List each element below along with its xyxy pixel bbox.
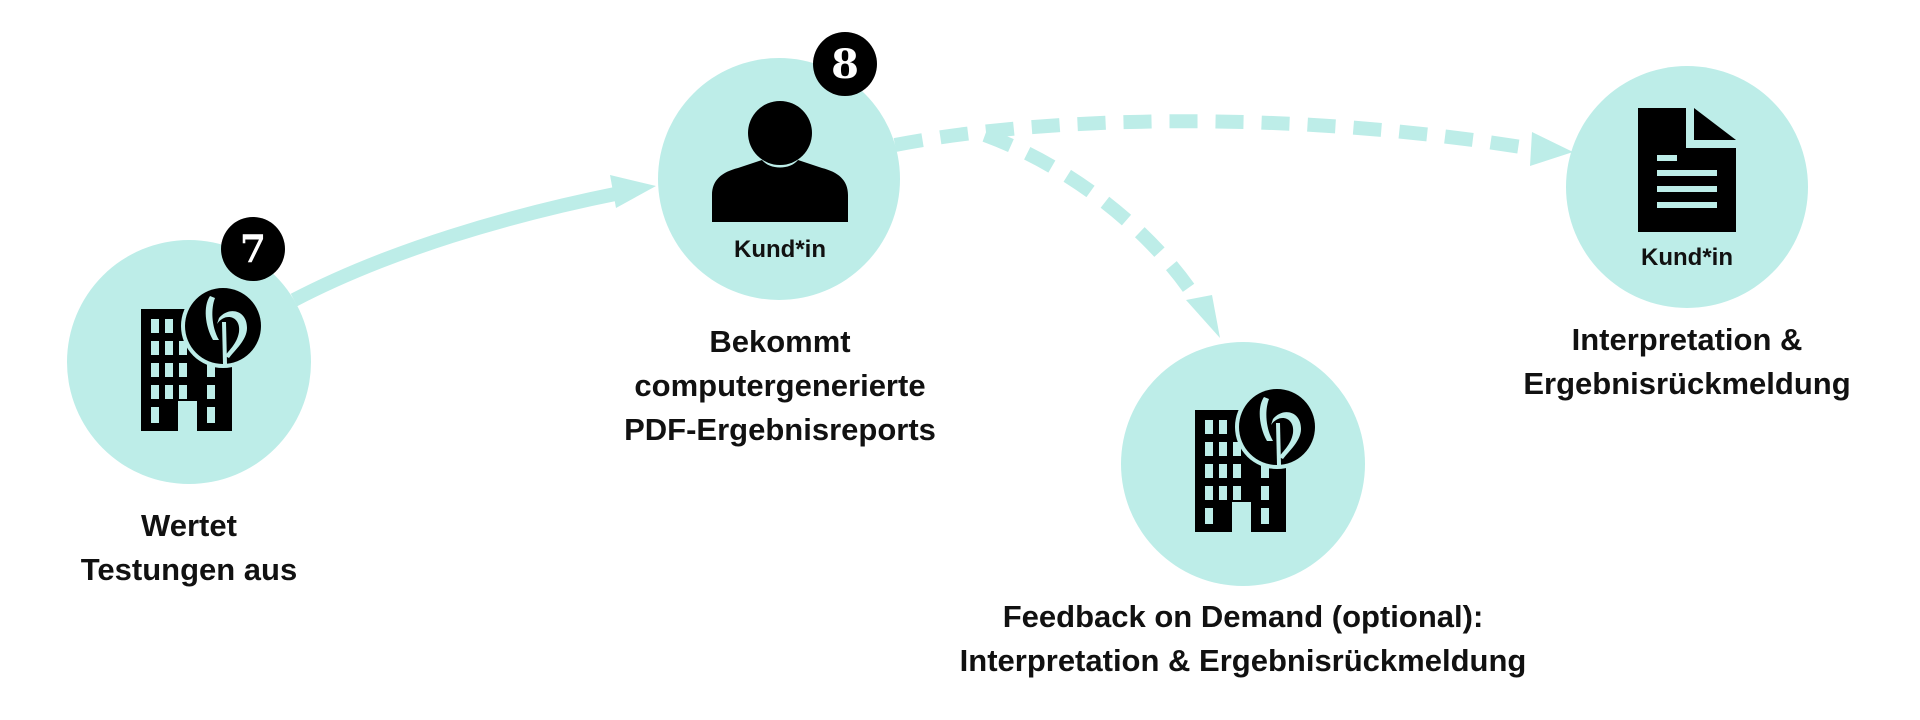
step-badge: 7 bbox=[221, 217, 285, 281]
logo-icon bbox=[181, 284, 265, 368]
node-institute-feedback bbox=[1121, 342, 1365, 586]
arrowhead-icon bbox=[610, 175, 656, 208]
edge-customer-to-interpretation bbox=[893, 114, 1573, 166]
node-institute: 7 bbox=[67, 217, 311, 484]
person-icon bbox=[712, 101, 848, 222]
step-badge: 8 bbox=[813, 32, 877, 96]
arrowhead-icon bbox=[1530, 132, 1573, 166]
node-customer-receives: Kund*in 8 bbox=[658, 32, 900, 300]
logo-icon bbox=[1235, 385, 1319, 469]
document-icon bbox=[1638, 108, 1736, 232]
arrowhead-icon bbox=[1186, 295, 1220, 338]
node-inner-label: Kund*in bbox=[1641, 244, 1733, 271]
badge-number: 8 bbox=[831, 41, 859, 88]
node-label-institute: Wertet Testungen aus bbox=[80, 508, 298, 587]
node-inner-label: Kund*in bbox=[734, 236, 826, 263]
node-label-institute-feedback: Feedback on Demand (optional): Interpret… bbox=[959, 599, 1527, 678]
node-customer-interprets: Kund*in bbox=[1566, 66, 1808, 308]
edge-customer-to-feedback bbox=[982, 128, 1220, 338]
node-label-customer-interprets: Interpretation & Ergebnisrückmeldung bbox=[1523, 322, 1851, 401]
badge-number: 7 bbox=[240, 226, 266, 271]
edge-institute-to-customer bbox=[290, 175, 656, 307]
node-label-customer-receives: Bekommt computergenerierte PDF-Ergebnisr… bbox=[624, 324, 936, 447]
